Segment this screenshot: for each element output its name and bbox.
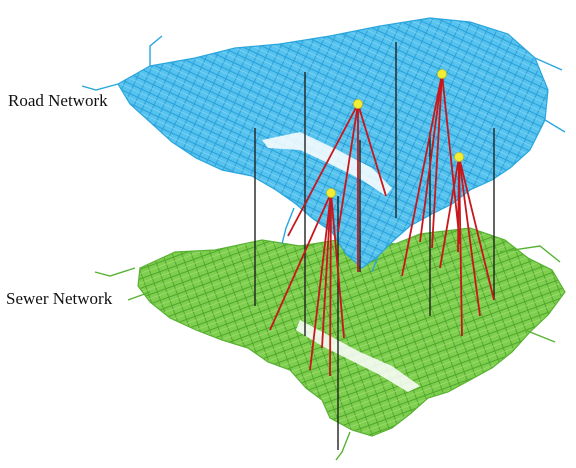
projection-link <box>401 73 443 277</box>
projection-link <box>419 73 443 243</box>
projection-link <box>357 103 387 197</box>
projection-link <box>287 103 359 237</box>
projection-link <box>458 156 495 301</box>
projection-link <box>329 192 332 377</box>
source-node-icon <box>454 152 464 162</box>
projection-link <box>439 156 460 269</box>
sewer-river-gap <box>296 320 420 392</box>
road-network-mass <box>117 17 549 269</box>
projection-link <box>458 156 463 337</box>
projection-link <box>309 192 332 371</box>
source-nodes-group <box>326 69 464 198</box>
sewer-network-layer <box>94 227 566 461</box>
road-river-gap <box>262 132 392 196</box>
source-node-icon <box>437 69 447 79</box>
projection-link <box>321 192 332 349</box>
sewer-network-label: Sewer Network <box>6 289 113 308</box>
projection-link <box>269 192 332 331</box>
source-node-icon <box>353 99 363 109</box>
projection-link <box>431 73 443 249</box>
sewer-spur-left <box>94 245 561 461</box>
road-network-layer <box>81 17 566 273</box>
source-node-icon <box>326 188 336 198</box>
projection-links-group <box>269 73 495 377</box>
road-network-label: Road Network <box>8 91 108 110</box>
projection-link <box>458 156 481 317</box>
projection-link <box>337 103 359 233</box>
projection-link <box>330 192 345 339</box>
projection-link <box>441 73 461 245</box>
road-spur-lines <box>81 35 566 273</box>
